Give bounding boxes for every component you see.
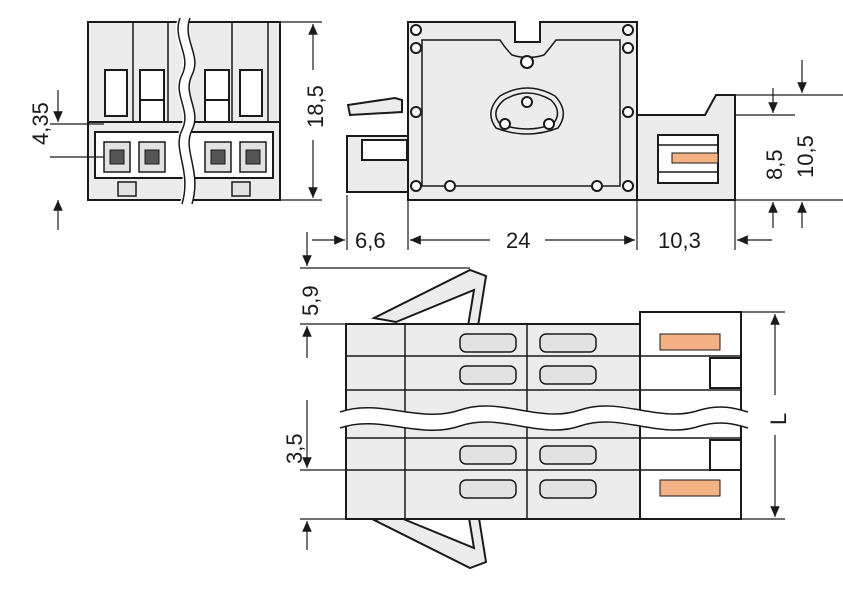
pin-offset-label: 3,5 — [282, 433, 307, 464]
socket-1 — [103, 141, 131, 173]
socket-4 — [239, 141, 267, 173]
dim-total-length: L — [741, 311, 791, 520]
dim-latch-offset: 5,9 — [298, 232, 470, 358]
side-view — [346, 21, 736, 201]
top-view — [339, 268, 749, 570]
height-label: 18,5 — [303, 85, 328, 128]
right-length-label: 10,3 — [658, 228, 701, 253]
left-depth-label: 6,6 — [355, 228, 386, 253]
pitch-label: 4,35 — [28, 102, 53, 145]
socket-2 — [138, 141, 166, 173]
dim-right-top: 10,5 8,5 — [735, 60, 843, 228]
dim-height: 18,5 — [280, 21, 328, 201]
dim-pin-offset: 3,5 — [282, 400, 346, 550]
total-length-label: L — [766, 413, 791, 425]
front-view — [87, 15, 281, 206]
latch-offset-label: 5,9 — [298, 285, 323, 316]
right-bottom-label: 8,5 — [762, 149, 787, 180]
body-length-label: 24 — [506, 228, 530, 253]
dim-pitch: 4,35 — [28, 90, 104, 230]
dim-horizontal: 6,6 24 10,3 — [312, 195, 772, 253]
mounting-holes — [410, 24, 634, 192]
socket-3 — [204, 141, 232, 173]
right-top-label: 10,5 — [793, 135, 818, 178]
